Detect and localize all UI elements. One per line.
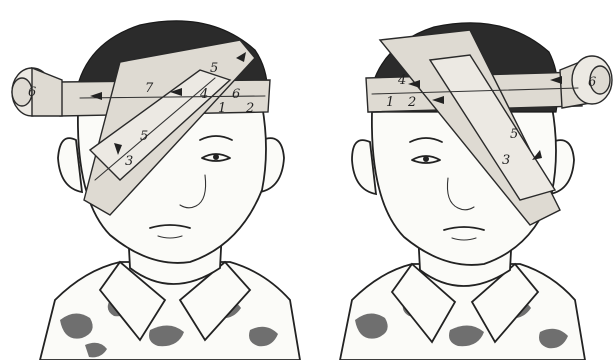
left-label-turn-7: 7 — [145, 81, 154, 96]
right-label-turn-3: 3 — [502, 153, 510, 168]
right-label-turn-5: 5 — [510, 127, 518, 142]
left-bandage-roll — [12, 68, 62, 116]
right-label-turn-2: 2 — [407, 95, 416, 110]
figure-right: 4 1 2 5 3 6 — [340, 23, 612, 360]
right-label-turn-4: 4 — [397, 73, 406, 88]
left-label-turn-1: 1 — [218, 101, 226, 116]
left-label-turn-2: 2 — [245, 101, 254, 116]
left-label-turn-5: 5 — [140, 129, 148, 144]
right-eye-pupil — [423, 156, 429, 162]
left-label-turn-4: 4 — [199, 87, 208, 102]
left-label-roll: 6 — [28, 85, 36, 100]
left-eye-pupil — [213, 154, 219, 160]
left-label-turn-6: 6 — [232, 87, 240, 102]
right-label-roll: 6 — [588, 75, 596, 90]
left-label-turn-5-top: 5 — [210, 61, 218, 76]
right-label-turn-1: 1 — [386, 95, 394, 110]
left-label-turn-3: 3 — [125, 154, 133, 169]
figure-left: 6 7 5 4 6 1 2 5 3 — [12, 21, 300, 360]
right-bandage-roll — [560, 56, 612, 108]
